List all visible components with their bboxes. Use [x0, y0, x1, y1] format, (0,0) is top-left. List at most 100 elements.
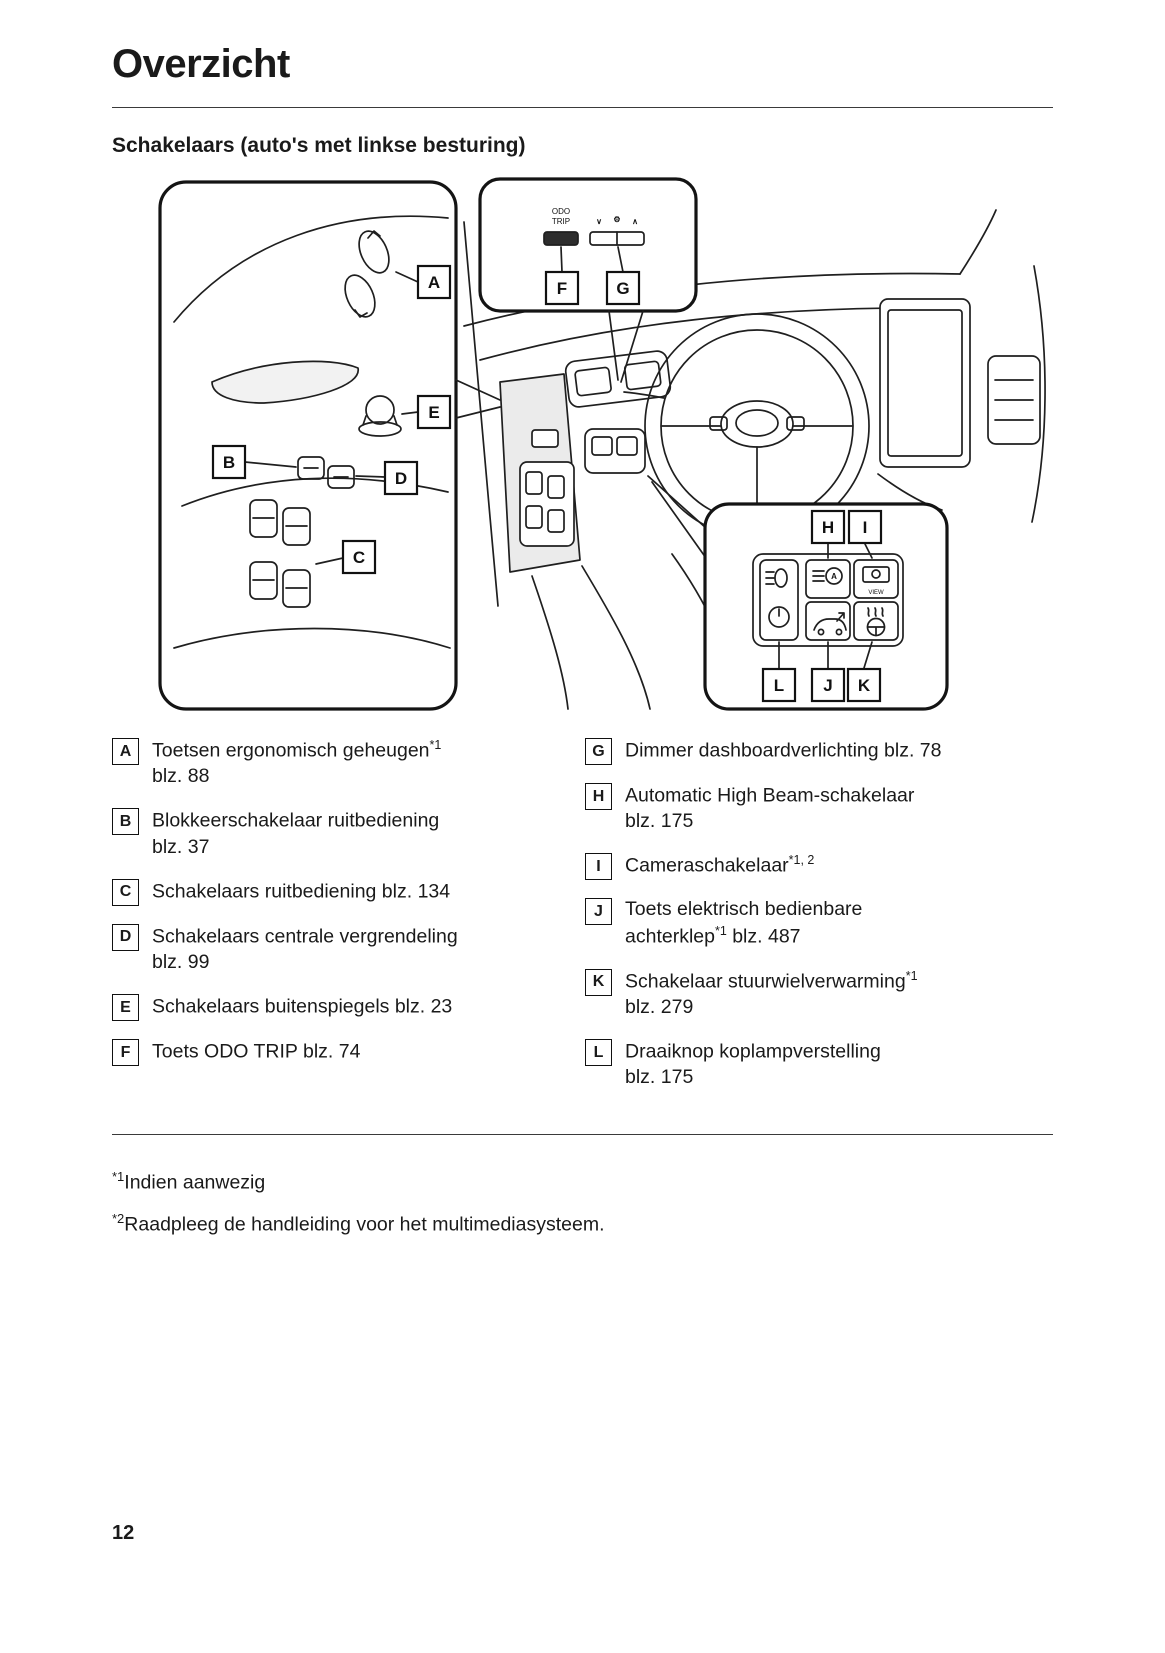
console-switches-inset: A VIEW [647, 475, 949, 711]
callout-key: K [585, 968, 612, 996]
svg-text:B: B [223, 453, 235, 472]
callout-c: C [341, 539, 377, 575]
svg-text:F: F [557, 279, 567, 298]
callout-i: I [847, 509, 883, 545]
legend-line: blz. 99 [152, 951, 210, 974]
svg-text:D: D [395, 469, 407, 488]
page-number: 12 [112, 1522, 135, 1544]
legend: A Toetsen ergonomisch geheugen*1 blz. 88… [112, 737, 1053, 1108]
callout-a: A [416, 264, 452, 300]
view-label: VIEW [868, 590, 884, 596]
liftgate-switch-icon [805, 601, 851, 641]
footnote-text: Indien aanwezig [124, 1171, 266, 1194]
footnote-sup: *1 [112, 1169, 125, 1185]
mirror-knob-icon [358, 395, 402, 437]
manual-page: Overzicht Schakelaars (auto's met linkse… [112, 42, 1053, 1236]
svg-text:I: I [863, 518, 868, 537]
callout-key: J [585, 898, 612, 926]
footnote-divider [112, 1134, 1053, 1136]
footnotes: *1Indien aanwezig *2Raadpleeg de handlei… [112, 1135, 1053, 1236]
legend-line: Cameraschakelaar [625, 854, 789, 877]
callout-d: D [383, 460, 419, 496]
svg-text:E: E [428, 403, 439, 422]
title-divider [112, 107, 1053, 108]
dimmer-down-icon: ∨ [596, 217, 602, 226]
legend-line: Automatic High Beam-schakelaar [625, 784, 915, 807]
door-panel-inset [158, 180, 501, 711]
legend-text: Draaiknop koplampverstelling blz. 175 [625, 1038, 881, 1091]
odo-label: ODO [552, 207, 570, 216]
legend-sup: *1 [714, 924, 727, 939]
callout-b: B [211, 444, 247, 480]
legend-item-c: C Schakelaars ruitbediening blz. 134 [112, 878, 585, 906]
legend-line: Schakelaar stuurwielverwarming [625, 970, 906, 993]
legend-item-g: G Dimmer dashboardverlichting blz. 78 [585, 737, 1053, 765]
legend-line: Blokkeerschakelaar ruitbediening [152, 809, 440, 832]
legend-item-j: J Toets elektrisch bedienbare achterklep… [585, 897, 1053, 950]
svg-text:A: A [428, 273, 440, 292]
legend-line: Dimmer dashboardverlichting blz. 78 [625, 739, 942, 762]
legend-line: blz. 279 [625, 996, 694, 1019]
callout-key: G [585, 738, 612, 765]
legend-text: Schakelaars ruitbediening blz. 134 [152, 878, 450, 905]
legend-item-l: L Draaiknop koplampverstelling blz. 175 [585, 1038, 1053, 1091]
legend-line: Toetsen ergonomisch geheugen [152, 739, 430, 762]
legend-item-f: F Toets ODO TRIP blz. 74 [112, 1038, 585, 1067]
section-subtitle: Schakelaars (auto's met linkse besturing… [112, 134, 526, 157]
legend-line: blz. 175 [625, 810, 694, 833]
svg-text:K: K [858, 676, 871, 695]
dimmer-up-icon: ∧ [632, 217, 638, 226]
dimmer-gear-icon: ⚙ [613, 215, 620, 224]
callout-lines [244, 246, 873, 669]
legend-text: Automatic High Beam-schakelaar blz. 175 [625, 782, 914, 835]
legend-line: blz. 487 [726, 925, 801, 948]
legend-text: Schakelaars buitenspiegels blz. 23 [152, 993, 452, 1020]
callout-l: L [761, 667, 797, 703]
svg-text:G: G [616, 279, 629, 298]
callout-key: B [112, 808, 139, 836]
trip-label: TRIP [552, 217, 570, 226]
mirror-switch-icon [358, 230, 390, 274]
legend-text: Cameraschakelaar*1, 2 [625, 852, 814, 879]
legend-item-b: B Blokkeerschakelaar ruitbediening blz. … [112, 807, 585, 860]
legend-item-h: H Automatic High Beam-schakelaar blz. 17… [585, 782, 1053, 835]
legend-line: Schakelaars centrale vergrendeling [152, 925, 458, 948]
legend-column-left: A Toetsen ergonomisch geheugen*1 blz. 88… [112, 737, 585, 1108]
callout-key: H [585, 783, 612, 810]
legend-line: Draaiknop koplampverstelling [625, 1040, 881, 1063]
legend-line: blz. 175 [625, 1066, 694, 1089]
switches-diagram: ODO TRIP ∨ ⚙ ∧ [158, 177, 1046, 711]
legend-line: blz. 37 [152, 835, 210, 858]
callout-key: L [585, 1039, 612, 1067]
callout-key: E [112, 994, 139, 1022]
diagram-container: ODO TRIP ∨ ⚙ ∧ [112, 174, 1053, 719]
callout-e: E [416, 394, 452, 430]
legend-text: Schakelaar stuurwielverwarming*1 blz. 27… [625, 968, 918, 1021]
legend-text: Toets elektrisch bedienbare achterklep*1… [625, 897, 862, 950]
legend-item-i: I Cameraschakelaar*1, 2 [585, 852, 1053, 881]
page-title: Overzicht [112, 42, 290, 86]
legend-item-k: K Schakelaar stuurwielverwarming*1 blz. … [585, 968, 1053, 1021]
wheel-heater-switch-icon [853, 601, 899, 641]
ahb-a-label: A [831, 572, 837, 581]
svg-text:J: J [823, 676, 832, 695]
camera-switch-icon [853, 559, 899, 599]
svg-text:L: L [774, 676, 784, 695]
legend-line: blz. 88 [152, 765, 210, 788]
legend-item-e: E Schakelaars buitenspiegels blz. 23 [112, 993, 585, 1022]
legend-item-a: A Toetsen ergonomisch geheugen*1 blz. 88 [112, 737, 585, 790]
window-switches-icon [249, 499, 311, 608]
callout-key: I [585, 853, 612, 881]
legend-line: Schakelaars ruitbediening blz. 134 [152, 880, 451, 903]
legend-sup: *1, 2 [788, 853, 815, 868]
callout-j: J [810, 667, 846, 703]
multimedia-screen [879, 298, 971, 468]
legend-sup: *1 [429, 738, 442, 752]
legend-column-right: G Dimmer dashboardverlichting blz. 78 H … [585, 737, 1053, 1108]
legend-text: Blokkeerschakelaar ruitbediening blz. 37 [152, 807, 439, 860]
callout-key: C [112, 878, 139, 906]
legend-item-d: D Schakelaars centrale vergrendeling blz… [112, 923, 585, 976]
callout-f: F [544, 270, 580, 306]
footnote-2: *2Raadpleeg de handleiding voor het mult… [112, 1211, 1053, 1237]
legend-text: Schakelaars centrale vergrendeling blz. … [152, 923, 458, 976]
